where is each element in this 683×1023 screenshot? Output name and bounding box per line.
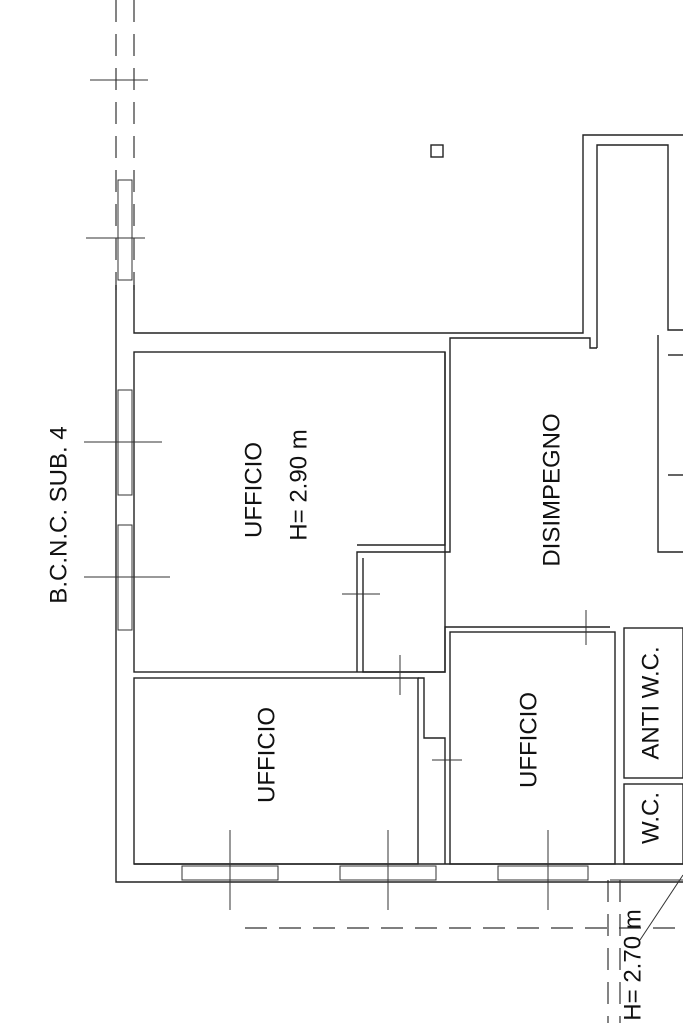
- room-label-ufficio-2: UFFICIO: [253, 707, 280, 803]
- wc-height-label: H= 2.70 m: [619, 909, 646, 1020]
- room-label-disimpegno: DISIMPEGNO: [538, 413, 565, 566]
- room-height-ufficio-1: H= 2.90 m: [285, 429, 312, 540]
- room-label-ufficio-3: UFFICIO: [515, 692, 542, 788]
- room-label-wc: W.C.: [637, 792, 664, 844]
- walls: [115, 134, 683, 883]
- room-label-ufficio-1: UFFICIO: [240, 442, 267, 538]
- boundary-dashed-lines: [115, 0, 683, 1023]
- door-markers: [84, 79, 683, 941]
- room-label-anti-wc: ANTI W.C.: [637, 646, 664, 759]
- neighbor-label: B.C.N.C. SUB. 4: [45, 426, 72, 603]
